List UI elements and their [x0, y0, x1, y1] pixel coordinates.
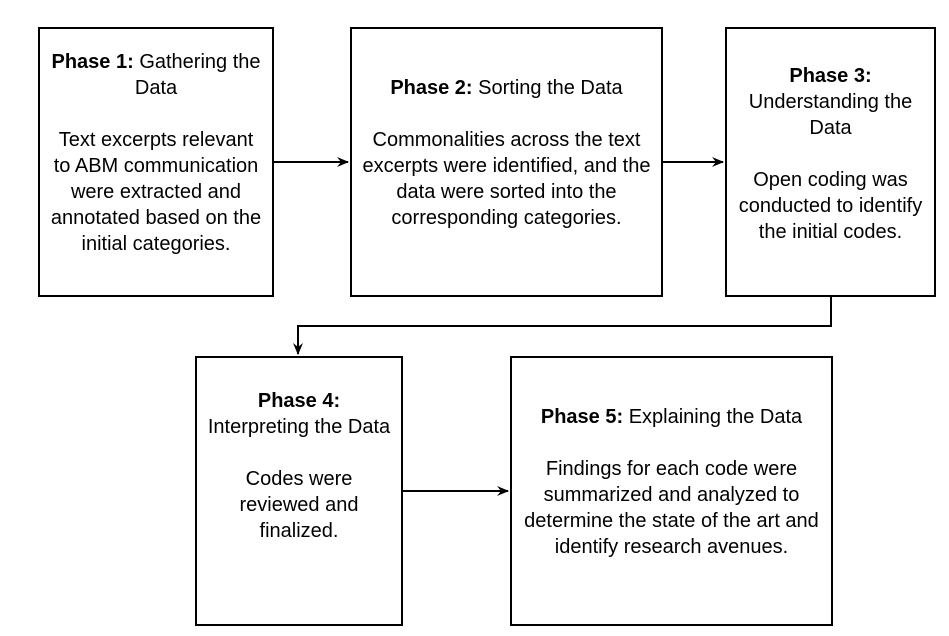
- phase-3-title: Understanding the Data: [748, 91, 913, 139]
- phase-3-heading: Phase 3: Understanding the Data: [735, 63, 926, 141]
- phase-5-description: Findings for each code were summarized a…: [524, 458, 819, 558]
- phase-4-label: Phase 4:: [257, 390, 341, 412]
- phase-4-description: Codes were reviewed and finalized.: [239, 468, 359, 542]
- phase-3-description: Open coding was conducted to identify th…: [738, 169, 923, 243]
- phase-4-title: Interpreting the Data: [207, 416, 391, 438]
- phase-2-title: Sorting the Data: [478, 77, 623, 99]
- phase-5-label: Phase 5:: [540, 406, 624, 428]
- phase-3-label: Phase 3:: [789, 65, 872, 87]
- phase-4-box: Phase 4: Interpreting the Data Codes wer…: [195, 356, 403, 626]
- phase-4-heading: Phase 4: Interpreting the Data: [208, 388, 390, 440]
- phase-5-heading: Phase 5: Explaining the Data: [541, 404, 802, 430]
- phase-2-heading: Phase 2: Sorting the Data: [390, 75, 622, 101]
- phase-3-box: Phase 3: Understanding the Data Open cod…: [725, 27, 936, 297]
- phase-1-description: Text excerpts relevant to ABM communicat…: [50, 129, 262, 255]
- phase-2-label: Phase 2:: [390, 77, 473, 99]
- arrow-phase3-to-phase4: [293, 297, 832, 355]
- phase-1-label: Phase 1:: [51, 51, 134, 73]
- phase-2-box: Phase 2: Sorting the Data Commonalities …: [350, 27, 663, 297]
- phase-5-title: Explaining the Data: [628, 406, 803, 428]
- phase-1-title: Gathering the Data: [134, 51, 261, 99]
- phase-2-description: Commonalities across the text excerpts w…: [362, 129, 651, 229]
- phase-1-heading: Phase 1: Gathering the Data: [48, 49, 264, 101]
- phase-1-box: Phase 1: Gathering the Data Text excerpt…: [38, 27, 274, 297]
- phase-5-box: Phase 5: Explaining the Data Findings fo…: [510, 356, 833, 626]
